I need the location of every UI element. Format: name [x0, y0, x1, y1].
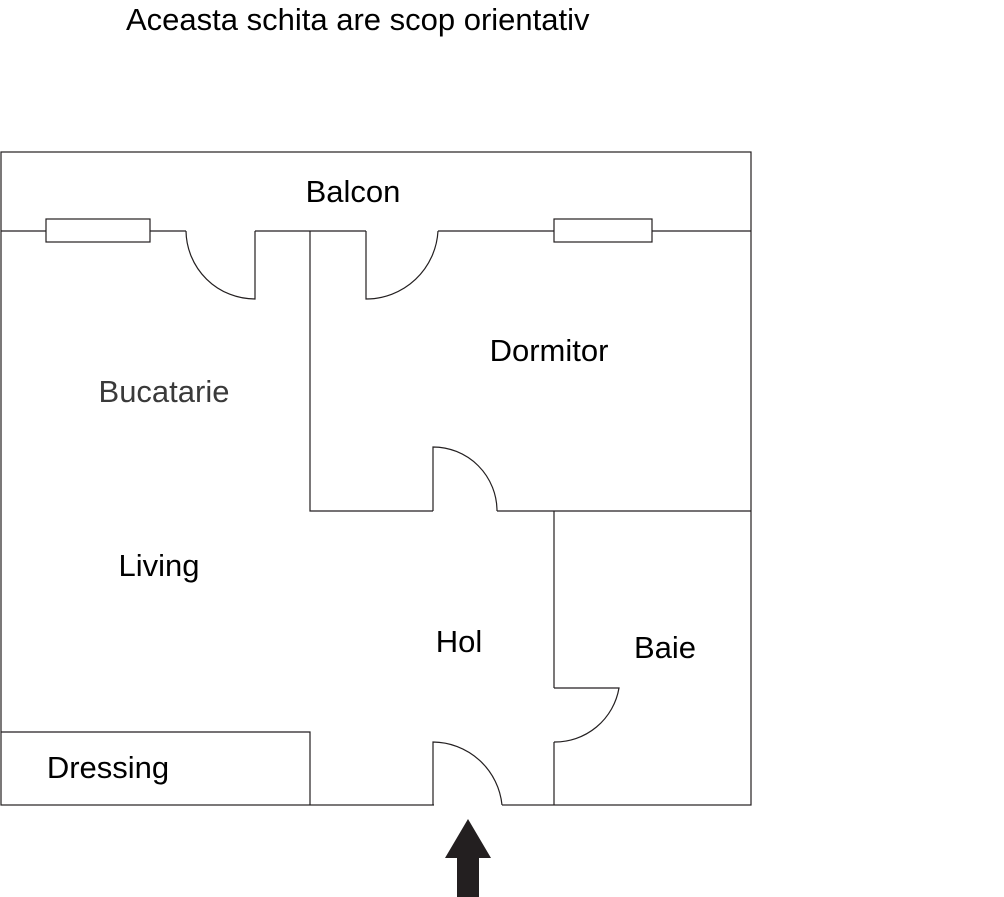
room-label-living: Living	[119, 548, 200, 583]
door-hall-bedroom	[432, 446, 498, 512]
dressing-walls	[1, 731, 311, 805]
door-kitchen-balcony	[185, 230, 256, 300]
room-label-dormitor: Dormitor	[490, 333, 609, 368]
entrance-gap	[434, 802, 502, 808]
arrow-up-icon	[445, 819, 491, 897]
room-label-hol: Hol	[436, 624, 483, 659]
outer-wall	[0, 151, 752, 806]
door-bedroom-balcony	[365, 230, 439, 300]
room-label-baie: Baie	[634, 630, 696, 665]
room-label-balcon: Balcon	[306, 174, 401, 209]
bedroom-walls	[309, 231, 751, 512]
door-entrance	[432, 741, 503, 806]
room-label-bucatarie: Bucatarie	[99, 374, 230, 409]
room-label-dressing: Dressing	[47, 750, 169, 785]
window-right	[553, 218, 653, 243]
window-left	[45, 218, 151, 243]
door-bathroom	[553, 687, 620, 743]
disclaimer-note: Aceasta schita are scop orientativ	[126, 2, 590, 37]
